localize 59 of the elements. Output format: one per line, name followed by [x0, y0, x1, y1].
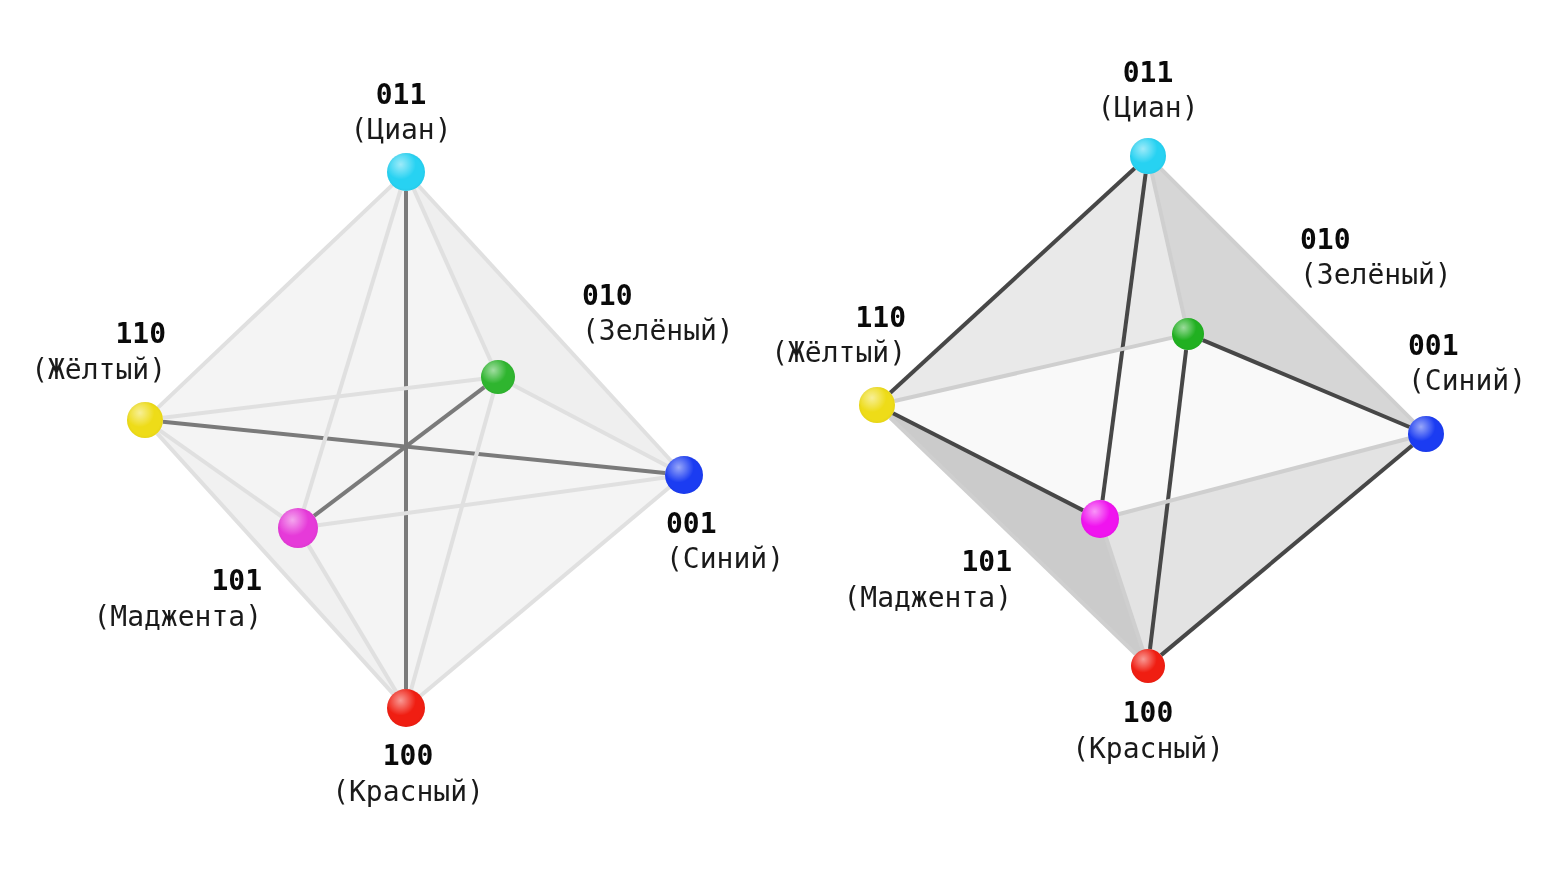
binary-code-label: 010: [582, 282, 633, 310]
connector-line: [162, 377, 482, 420]
connector-line: [888, 416, 1138, 656]
connector-line: [312, 385, 486, 518]
connector-line: [317, 475, 666, 528]
connector-line: [417, 184, 673, 463]
connector-line: [158, 428, 283, 519]
vertex-name-label: (Зелёный): [582, 317, 734, 345]
connector-line: [892, 411, 1084, 513]
vertex-name-label: (Красный): [1072, 735, 1224, 763]
vertex-name-label: (Зелёный): [1300, 261, 1452, 289]
connector-line: [1202, 338, 1411, 429]
vertex-name-label: (Жёлтый): [31, 356, 166, 384]
connector-line: [404, 191, 408, 689]
binary-code-label: 110: [115, 320, 166, 348]
vertex-sphere: [387, 689, 425, 727]
binary-code-label: 011: [1122, 59, 1174, 87]
connector-line: [1159, 443, 1414, 657]
vertex-sphere: [859, 387, 895, 423]
binary-code-label: 100: [382, 742, 434, 770]
vertex-name-label: (Циан): [350, 116, 452, 144]
vertex-sphere: [1130, 138, 1166, 174]
connector-line: [894, 335, 1173, 403]
vertex-name-label: (Циан): [1097, 94, 1199, 122]
binary-code-label: 101: [211, 567, 262, 595]
vertex-name-label: (Маджента): [93, 603, 262, 631]
binary-code-label: 011: [375, 81, 427, 109]
vertex-name-label: (Маджента): [843, 584, 1012, 612]
connector-line: [419, 485, 671, 698]
connector-line: [155, 431, 395, 696]
vertex-sphere: [1408, 416, 1444, 452]
connector-line: [1159, 167, 1415, 423]
vertex-name-label: (Синий): [1408, 367, 1526, 395]
connector-line: [411, 188, 493, 363]
binary-code-label: 001: [1408, 332, 1459, 360]
vertex-sphere: [665, 456, 703, 494]
connector-line: [1117, 436, 1410, 517]
connector-line: [1149, 173, 1187, 319]
connector-line: [301, 189, 403, 510]
connector-line: [1148, 349, 1189, 650]
connector-line: [888, 166, 1137, 395]
connector-line: [1104, 536, 1145, 651]
connector-line: [162, 419, 666, 476]
connector-line: [156, 183, 394, 410]
connector-line: [512, 383, 669, 468]
binary-code-label: 110: [855, 304, 906, 332]
vertex-name-label: (Красный): [332, 778, 484, 806]
binary-code-label: 001: [666, 510, 717, 538]
connector-line: [1100, 173, 1148, 501]
vertex-sphere: [127, 402, 163, 438]
vertex-name-label: (Жёлтый): [771, 339, 906, 367]
binary-code-label: 101: [961, 548, 1012, 576]
binary-code-label: 100: [1122, 699, 1174, 727]
connector-line: [409, 392, 496, 691]
connector-line: [306, 544, 398, 693]
vertex-name-label: (Синий): [666, 545, 784, 573]
binary-code-label: 010: [1300, 226, 1351, 254]
vertex-sphere: [387, 153, 425, 191]
vertex-sphere: [1131, 649, 1165, 683]
